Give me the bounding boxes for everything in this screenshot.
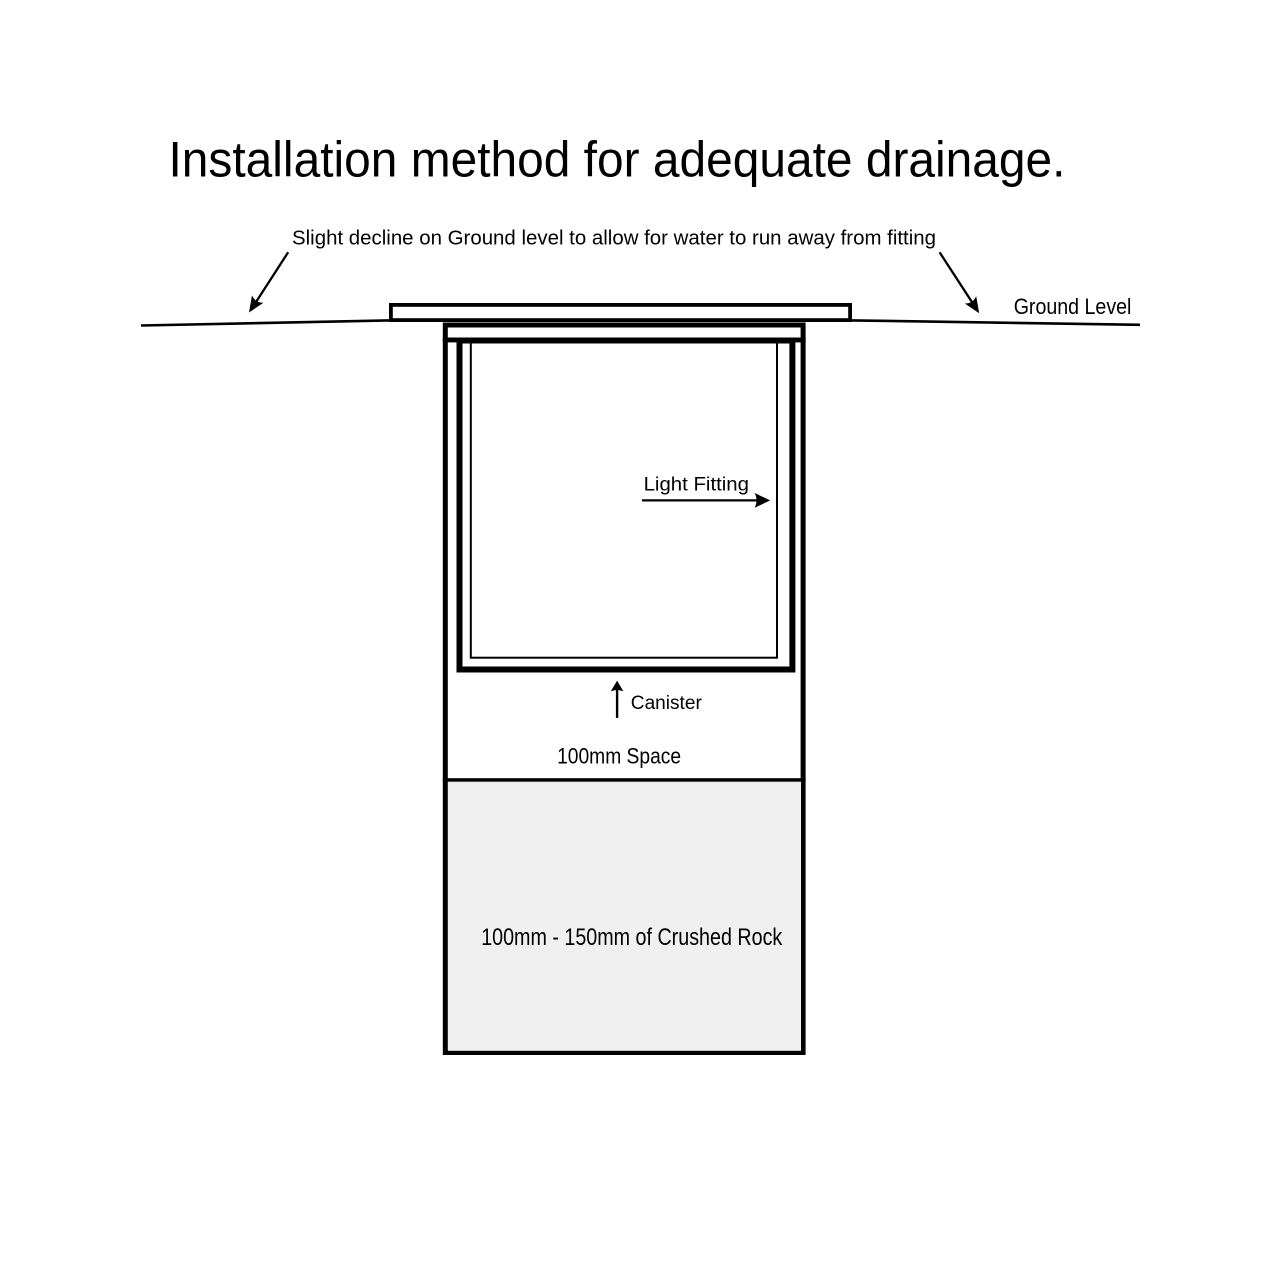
svg-text:100mm Space: 100mm Space	[557, 744, 681, 769]
svg-text:Slight decline on Ground level: Slight decline on Ground level to allow …	[292, 227, 936, 250]
svg-text:Ground Level: Ground Level	[1014, 294, 1132, 319]
svg-text:Canister: Canister	[631, 693, 703, 714]
svg-text:Light Fitting: Light Fitting	[644, 474, 749, 496]
svg-text:100mm - 150mm of Crushed Rock: 100mm - 150mm of Crushed Rock	[481, 925, 782, 951]
svg-text:Installation method for adequa: Installation method for adequate drainag…	[169, 131, 1066, 188]
